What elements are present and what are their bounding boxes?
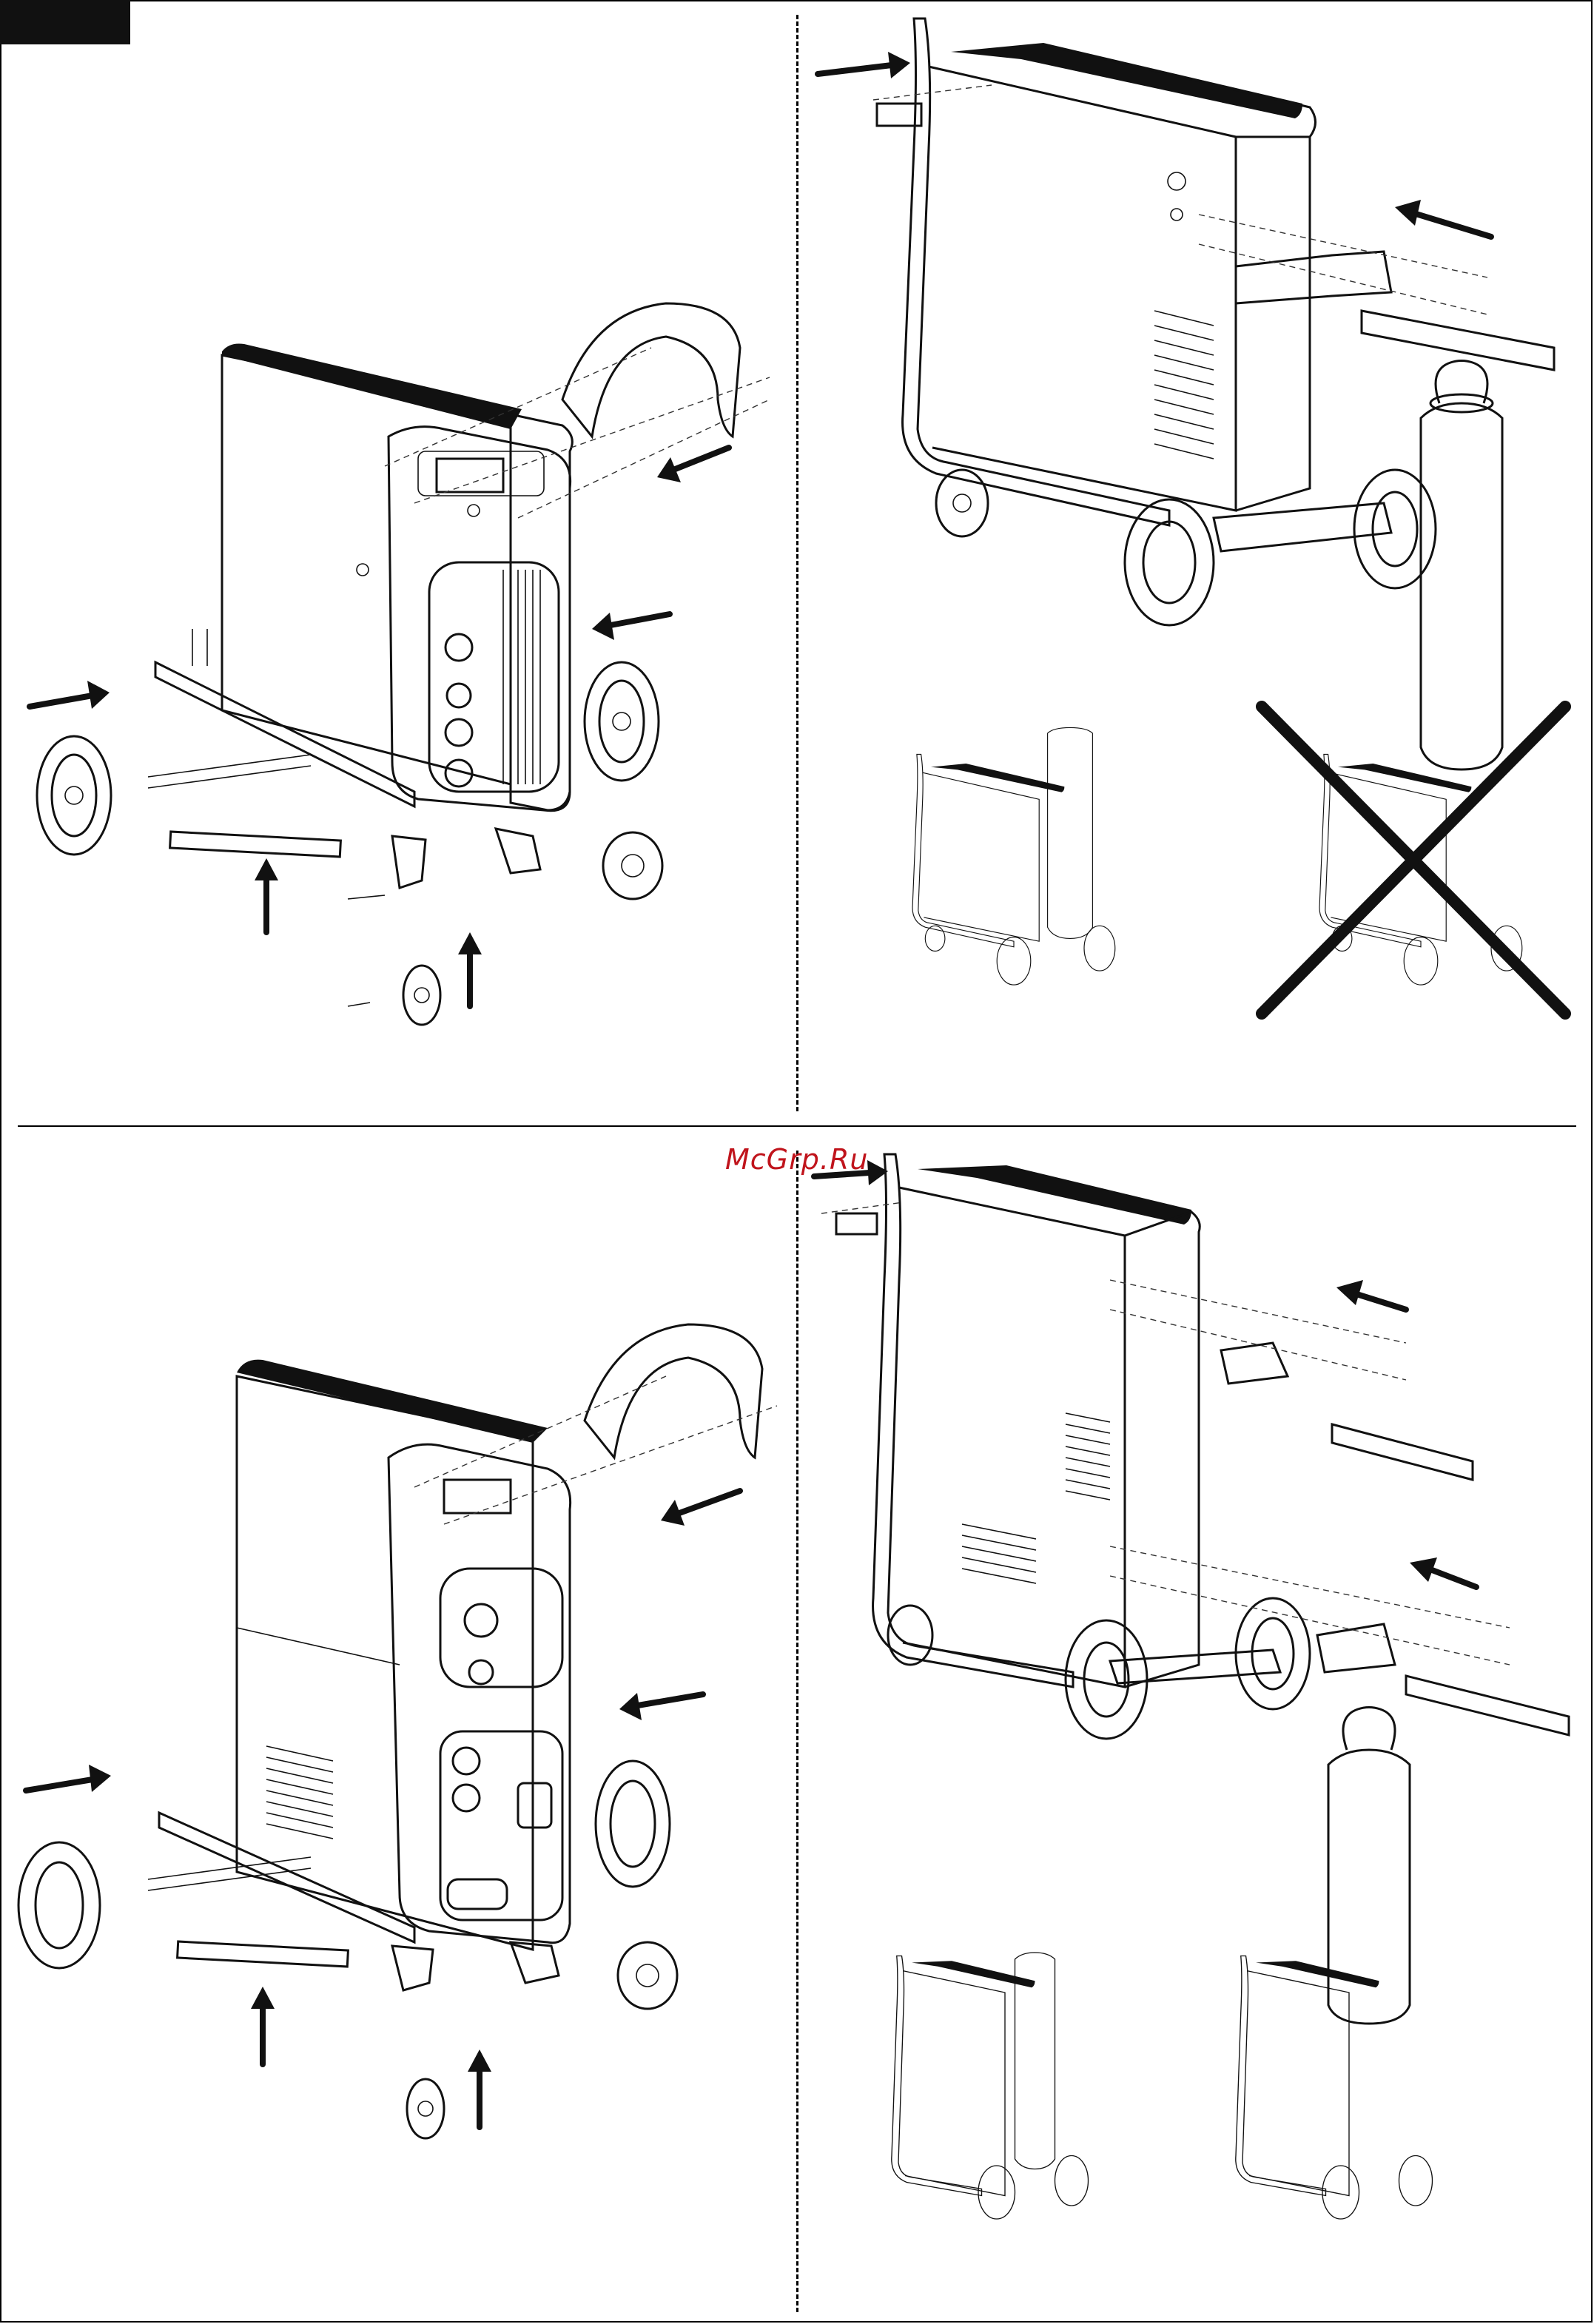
handle xyxy=(585,1324,762,1458)
x-mark-icon xyxy=(1262,707,1565,1014)
caster-bracket-left xyxy=(392,836,426,888)
arrow-icon xyxy=(1395,200,1491,237)
arrow-icon xyxy=(251,1987,275,2064)
vertical-divider-bottom xyxy=(796,1151,798,2312)
arrow-icon xyxy=(30,681,110,709)
trolley xyxy=(903,18,1391,551)
wheel-icon xyxy=(19,1842,100,1968)
wheel-icon xyxy=(585,662,659,781)
wheel-icon xyxy=(888,1606,932,1665)
welder-machine xyxy=(237,1360,571,1950)
trolley xyxy=(873,1154,1280,1687)
arrow-icon xyxy=(592,613,670,640)
arrow-icon xyxy=(26,1765,111,1792)
cylinder-bracket-lower xyxy=(1317,1624,1395,1672)
caster-bracket-right xyxy=(511,1942,559,1983)
wheel-icon xyxy=(1066,1620,1147,1739)
trolley-correct xyxy=(892,1953,1089,2219)
cylinder-strap-lower xyxy=(1406,1676,1569,1735)
caster-bracket-left xyxy=(392,1946,433,1990)
arrow-icon xyxy=(458,932,482,1006)
wheel-icon xyxy=(407,2079,444,2138)
gas-cylinder-icon xyxy=(1421,361,1502,770)
welder-machine xyxy=(222,343,572,810)
arrow-icon xyxy=(255,858,278,932)
arrow-icon xyxy=(1336,1280,1406,1310)
arrow-icon xyxy=(661,1491,740,1526)
wheel-icon xyxy=(37,736,111,855)
base-rail xyxy=(155,662,414,806)
panel-top-left xyxy=(0,0,796,1125)
cylinder-strap-upper xyxy=(1332,1424,1473,1480)
arrow-icon xyxy=(619,1693,703,1720)
wheel-icon xyxy=(603,832,662,899)
small-clamp xyxy=(836,1213,877,1234)
vertical-divider-top xyxy=(796,15,798,1111)
arrow-icon xyxy=(818,52,910,78)
panel-bottom-right xyxy=(799,1132,1594,2316)
caster-bracket-right xyxy=(496,829,540,873)
cylinder-bracket-upper xyxy=(1221,1343,1288,1384)
wheel-icon xyxy=(1236,1598,1310,1709)
arrow-icon xyxy=(814,1160,888,1185)
trolley-correct-alt xyxy=(1236,1956,1433,2220)
wheel-icon xyxy=(1354,470,1436,588)
wheel-icon xyxy=(403,966,440,1025)
wheel-icon xyxy=(618,1942,677,2009)
base-rail xyxy=(159,1813,414,1942)
arrow-icon xyxy=(468,2050,491,2127)
arrow-icon xyxy=(657,448,729,482)
wheel-icon xyxy=(596,1761,670,1887)
panel-bottom-left xyxy=(0,1132,796,2316)
arrow-icon xyxy=(1410,1557,1476,1587)
horizontal-divider xyxy=(18,1125,1576,1127)
trolley-correct xyxy=(912,727,1115,985)
handle xyxy=(562,303,740,437)
front-bracket xyxy=(170,832,341,857)
panel-top-right xyxy=(799,0,1594,1125)
front-bracket xyxy=(178,1941,349,1967)
